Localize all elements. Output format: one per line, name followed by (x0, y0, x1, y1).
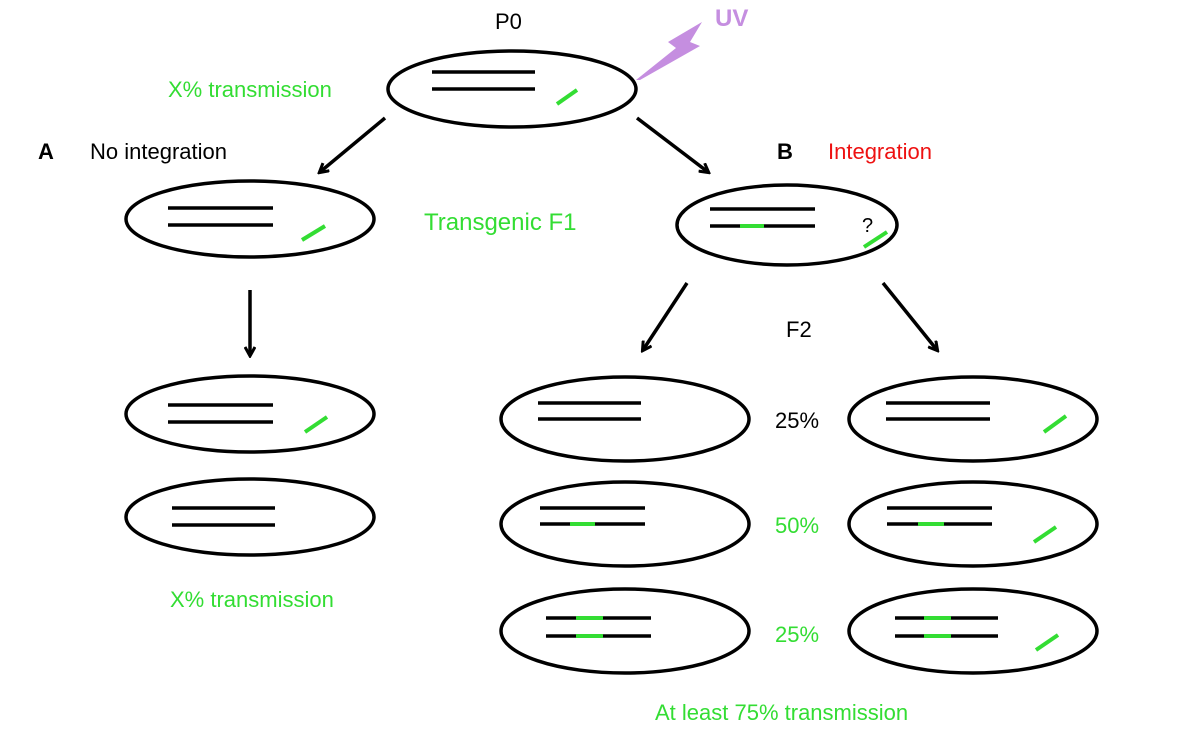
free-transgene (1042, 414, 1068, 434)
b-f2-cell-r1-right (847, 375, 1099, 463)
panel-b-title: Integration (828, 139, 932, 164)
panel-a-letter: A (38, 139, 54, 164)
a-progeny-cell-2 (124, 477, 376, 557)
p0-cell (386, 49, 638, 129)
b-f2-cell-r3-left (499, 587, 751, 675)
b-f1-cell (675, 183, 899, 267)
arrow-p0-to-a (320, 116, 387, 172)
panel-b-letter: B (777, 139, 793, 164)
free-transgene (555, 88, 579, 106)
b-f2-cell-r2-left (499, 480, 751, 568)
panel-a-title: No integration (90, 139, 227, 164)
pct-row1-label: 25% (775, 408, 820, 433)
p0-label: P0 (495, 9, 522, 34)
pct-row2-label: 50% (775, 513, 820, 538)
b-f2-cell-r1-left (499, 375, 751, 463)
arrow-b-f1-to-f2-left (643, 282, 689, 350)
p0-transmission-label: X% transmission (168, 77, 332, 102)
a-f1-cell (124, 179, 376, 259)
pct-row3-label: 25% (775, 622, 820, 647)
uv-label: UV (715, 5, 749, 32)
free-transgene (300, 224, 327, 242)
b-f2-cell-r2-right (847, 480, 1099, 568)
uv-lightning-icon (636, 22, 702, 80)
transgenic-f1-label: Transgenic F1 (424, 209, 577, 236)
free-transgene (862, 230, 889, 249)
free-transgene (303, 415, 329, 434)
arrows (250, 116, 937, 355)
question-mark-label: ? (862, 215, 874, 237)
a-progeny-cell-1 (124, 374, 376, 454)
arrow-p0-to-b (635, 116, 708, 172)
b-transmission-label: At least 75% transmission (655, 700, 909, 725)
free-transgene (1032, 525, 1058, 544)
b-f2-cell-r3-right (847, 587, 1099, 675)
a-transmission-label: X% transmission (170, 587, 334, 612)
f2-label: F2 (786, 317, 812, 342)
arrow-b-f1-to-f2-right (881, 281, 937, 350)
free-transgene (1034, 633, 1060, 652)
